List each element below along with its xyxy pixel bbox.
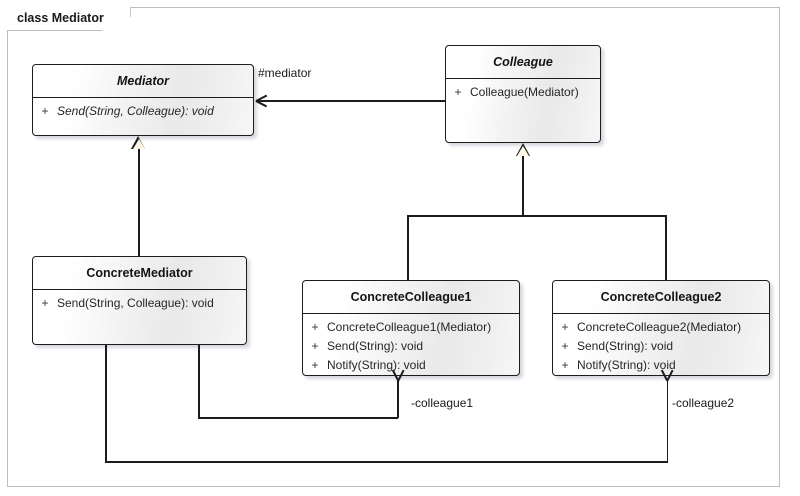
class-members-mediator: + Send(String, Colleague): void [33,98,253,124]
class-members-concrete-colleague-1: + ConcreteColleague1(Mediator) + Send(St… [303,314,519,375]
visibility-marker: + [311,358,319,372]
gen-colleague-bus [407,215,666,217]
gen-mediator-triangle [132,138,145,149]
class-member: + Send(String, Colleague): void [33,294,246,313]
gen-mediator-line [138,148,140,256]
visibility-marker: + [454,85,462,99]
class-members-colleague: + Colleague(Mediator) [446,79,600,105]
visibility-marker: + [561,339,569,353]
assoc-colleague2-run [105,461,668,463]
class-box-concrete-colleague-1[interactable]: ConcreteColleague1 + ConcreteColleague1(… [302,280,520,376]
class-member: + Send(String): void [553,337,769,356]
assoc-label-colleague1: -colleague1 [411,396,474,410]
class-member: + Notify(String): void [303,356,519,375]
frame-label: class Mediator [7,7,131,31]
assoc-colleague1-rise [397,380,399,418]
assoc-colleague1-left-drop [198,345,200,418]
visibility-marker: + [561,358,569,372]
class-name-mediator: Mediator [33,65,253,98]
member-signature: Colleague(Mediator) [470,85,579,99]
visibility-marker: + [561,320,569,334]
visibility-marker: + [311,320,319,334]
class-member: + Send(String): void [303,337,519,356]
class-member: + ConcreteColleague1(Mediator) [303,318,519,337]
gen-colleague-triangle [517,145,529,156]
assoc-colleague2-left-drop [105,345,107,463]
class-members-concrete-mediator: + Send(String, Colleague): void [33,290,246,316]
member-signature: Notify(String): void [327,358,426,372]
visibility-marker: + [41,104,49,118]
class-box-mediator[interactable]: Mediator + Send(String, Colleague): void [32,64,254,136]
assoc-label-colleague2: -colleague2 [672,396,735,410]
class-box-colleague[interactable]: Colleague + Colleague(Mediator) [445,45,601,143]
class-member: + Colleague(Mediator) [446,83,600,102]
class-name-concrete-colleague-2: ConcreteColleague2 [553,281,769,314]
class-box-concrete-mediator[interactable]: ConcreteMediator + Send(String, Colleagu… [32,256,247,345]
assoc-mediator-line [256,100,446,102]
visibility-marker: + [41,296,49,310]
member-signature: ConcreteColleague2(Mediator) [577,320,742,334]
class-box-concrete-colleague-2[interactable]: ConcreteColleague2 + ConcreteColleague2(… [552,280,770,376]
visibility-marker: + [311,339,319,353]
class-name-colleague: Colleague [446,46,600,79]
gen-colleague-1-drop [407,215,409,280]
class-members-concrete-colleague-2: + ConcreteColleague2(Mediator) + Send(St… [553,314,769,375]
gen-colleague-stem [522,155,524,216]
class-member: + Send(String, Colleague): void [33,102,253,121]
assoc-colleague1-run [198,417,398,419]
member-signature: Send(String, Colleague): void [57,104,214,118]
member-signature: Send(String): void [577,339,674,353]
member-signature: Notify(String): void [577,358,676,372]
gen-colleague-2-drop [665,215,667,280]
assoc-colleague2-rise [666,380,669,462]
assoc-label-mediator: #mediator [258,66,312,80]
class-member: + Notify(String): void [553,356,769,375]
member-signature: Send(String): void [327,339,424,353]
member-signature: ConcreteColleague1(Mediator) [327,320,492,334]
class-member: + ConcreteColleague2(Mediator) [553,318,769,337]
member-signature: Send(String, Colleague): void [57,296,214,310]
class-name-concrete-colleague-1: ConcreteColleague1 [303,281,519,314]
class-name-concrete-mediator: ConcreteMediator [33,257,246,290]
